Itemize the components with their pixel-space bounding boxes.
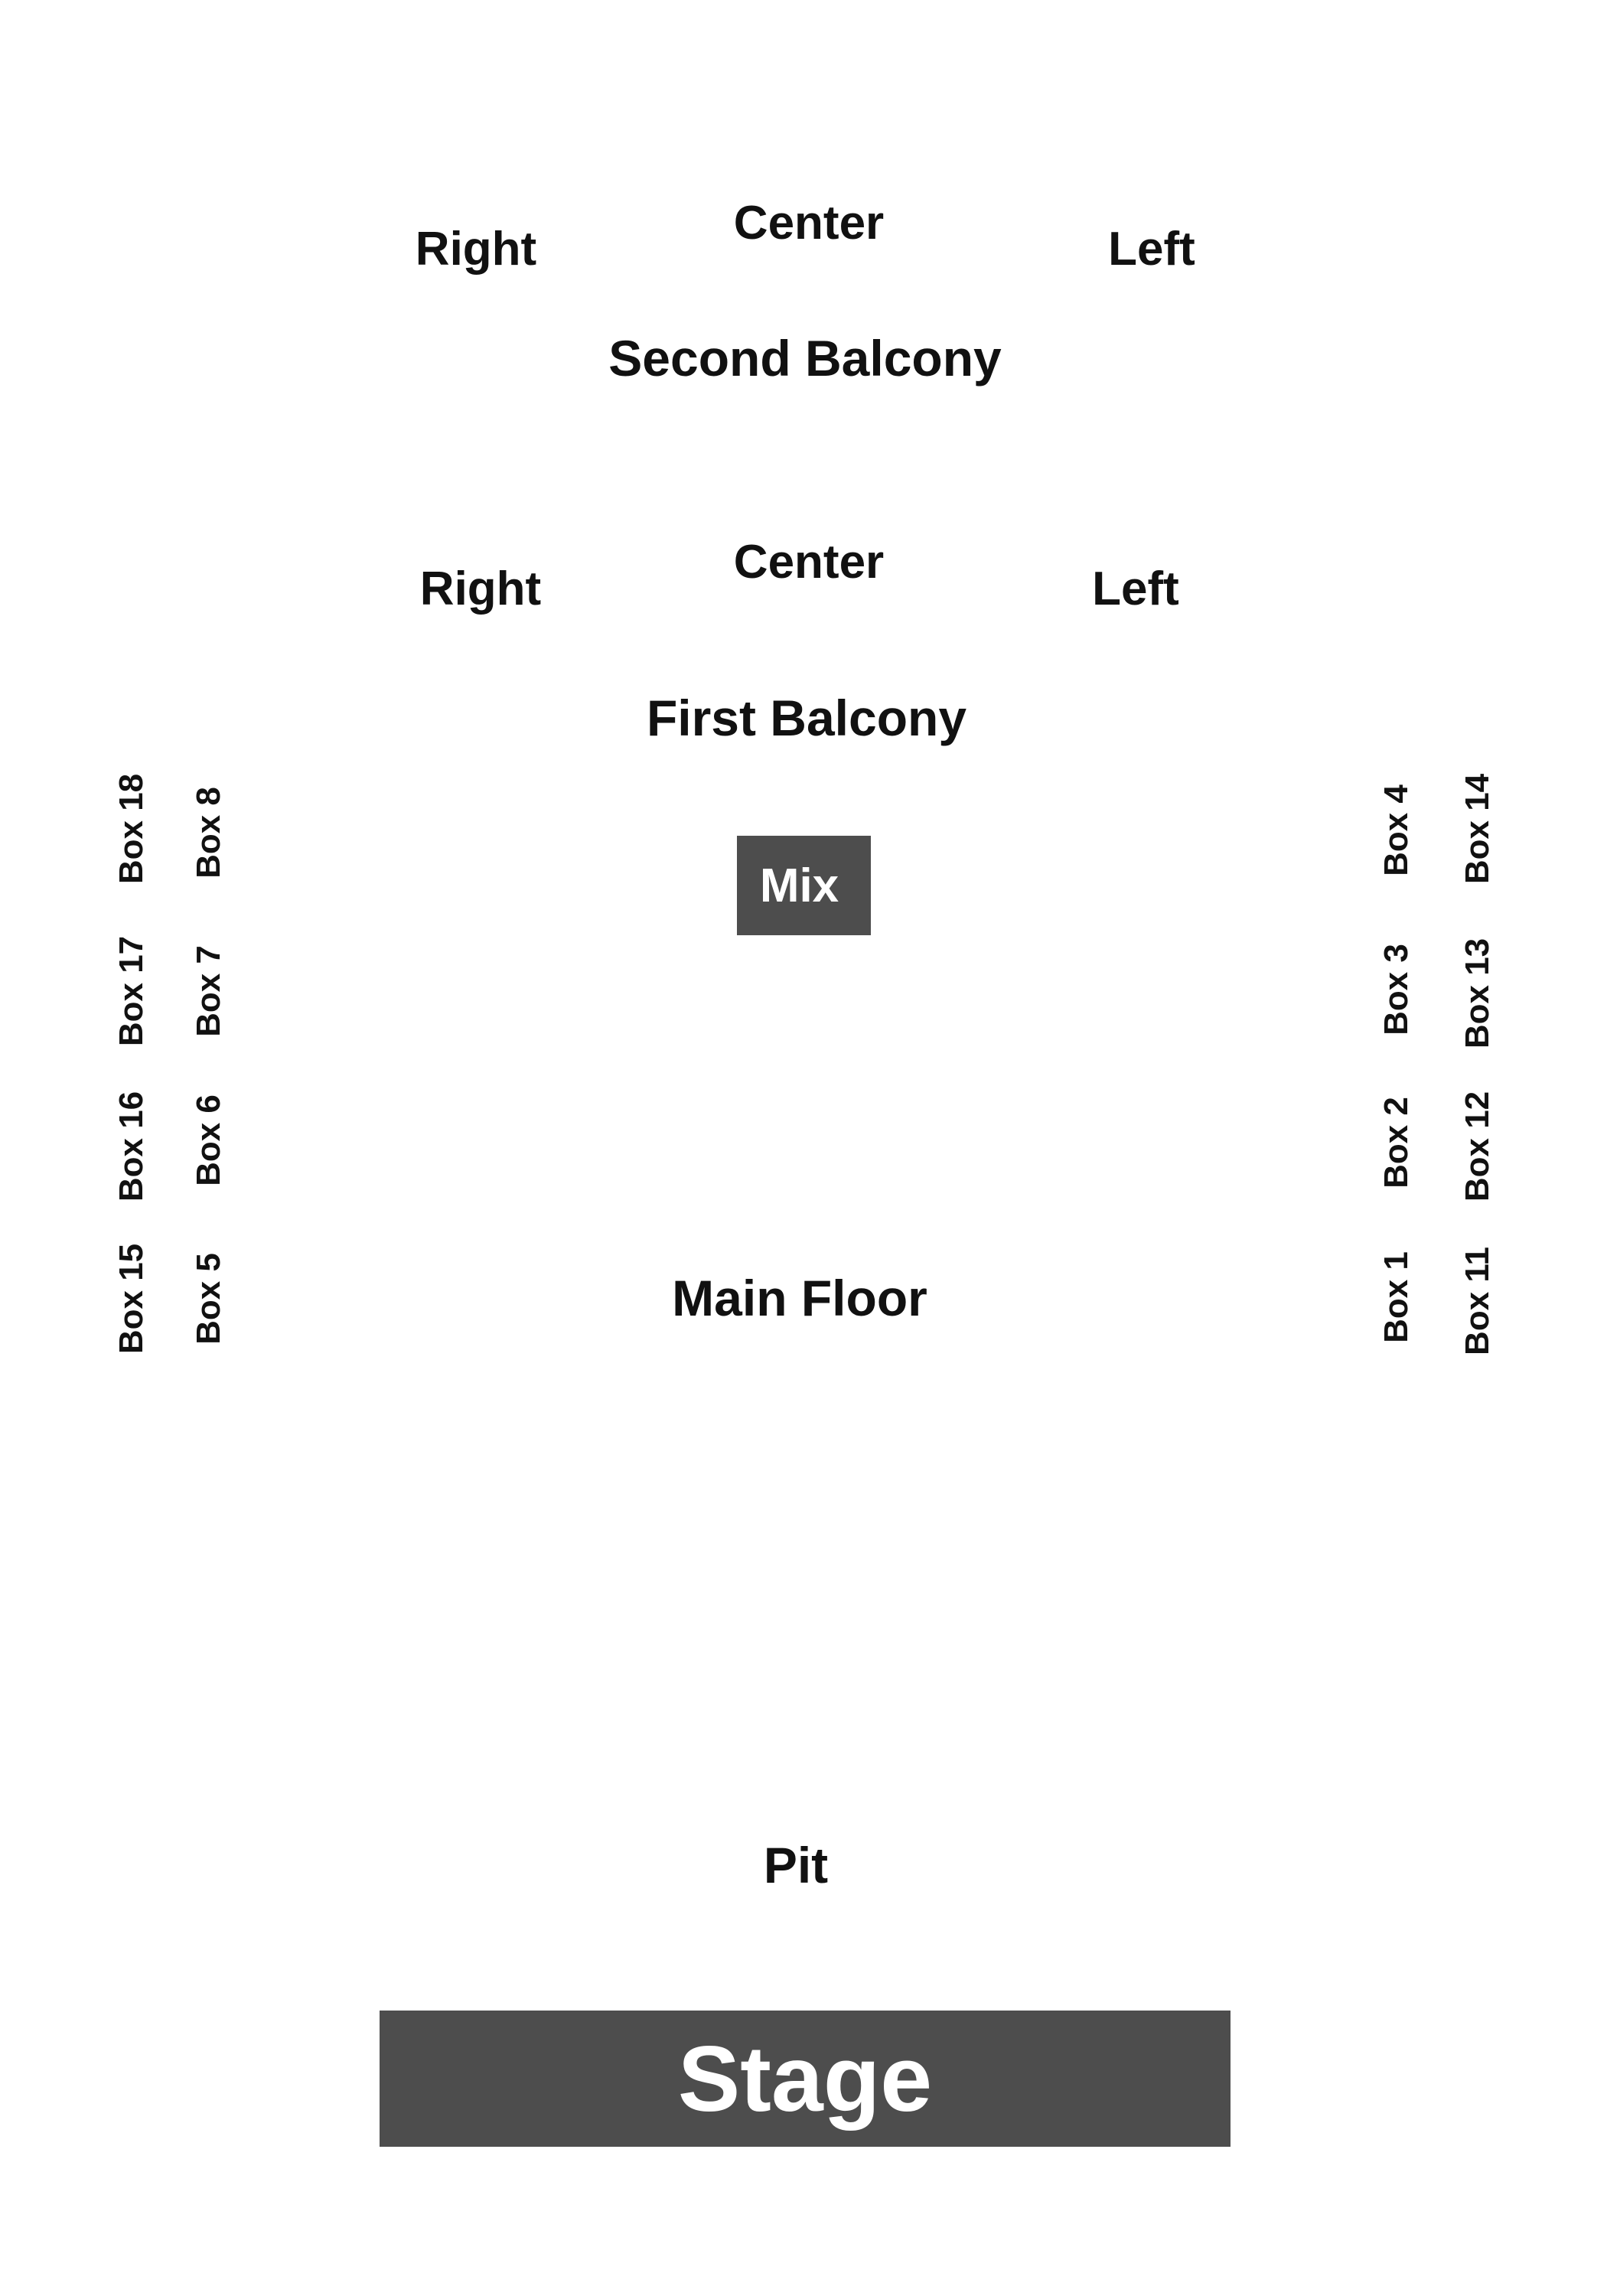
second-balcony-center[interactable]: Center <box>733 197 885 249</box>
box-2[interactable]: Box 2 <box>1377 1097 1415 1189</box>
box-1[interactable]: Box 1 <box>1377 1251 1415 1343</box>
box-18[interactable]: Box 18 <box>112 773 150 885</box>
pit-label[interactable]: Pit <box>763 1837 829 1893</box>
stage: Stage <box>380 2011 1231 2147</box>
box-3[interactable]: Box 3 <box>1377 944 1415 1035</box>
box-11[interactable]: Box 11 <box>1459 1247 1496 1355</box>
second-balcony-right[interactable]: Right <box>415 223 537 276</box>
box-5[interactable]: Box 5 <box>190 1253 227 1345</box>
box-17[interactable]: Box 17 <box>112 935 150 1047</box>
box-16[interactable]: Box 16 <box>112 1091 150 1202</box>
box-6[interactable]: Box 6 <box>190 1094 227 1186</box>
first-balcony-right[interactable]: Right <box>419 563 542 615</box>
first-balcony-left[interactable]: Left <box>1092 563 1179 615</box>
box-15[interactable]: Box 15 <box>112 1243 150 1355</box>
box-14[interactable]: Box 14 <box>1459 773 1496 885</box>
box-13[interactable]: Box 13 <box>1459 938 1496 1049</box>
second-balcony-title[interactable]: Second Balcony <box>608 330 1002 386</box>
box-7[interactable]: Box 7 <box>190 945 227 1037</box>
mix-booth: Mix <box>737 836 871 935</box>
first-balcony-center[interactable]: Center <box>733 536 885 589</box>
box-8[interactable]: Box 8 <box>190 787 227 879</box>
stage-label: Stage <box>677 2027 933 2131</box>
box-12[interactable]: Box 12 <box>1459 1091 1496 1202</box>
second-balcony-left[interactable]: Left <box>1108 223 1195 276</box>
main-floor-label[interactable]: Main Floor <box>672 1270 927 1326</box>
mix-label: Mix <box>759 859 839 912</box>
first-balcony-title[interactable]: First Balcony <box>646 690 967 746</box>
box-4[interactable]: Box 4 <box>1377 784 1415 876</box>
